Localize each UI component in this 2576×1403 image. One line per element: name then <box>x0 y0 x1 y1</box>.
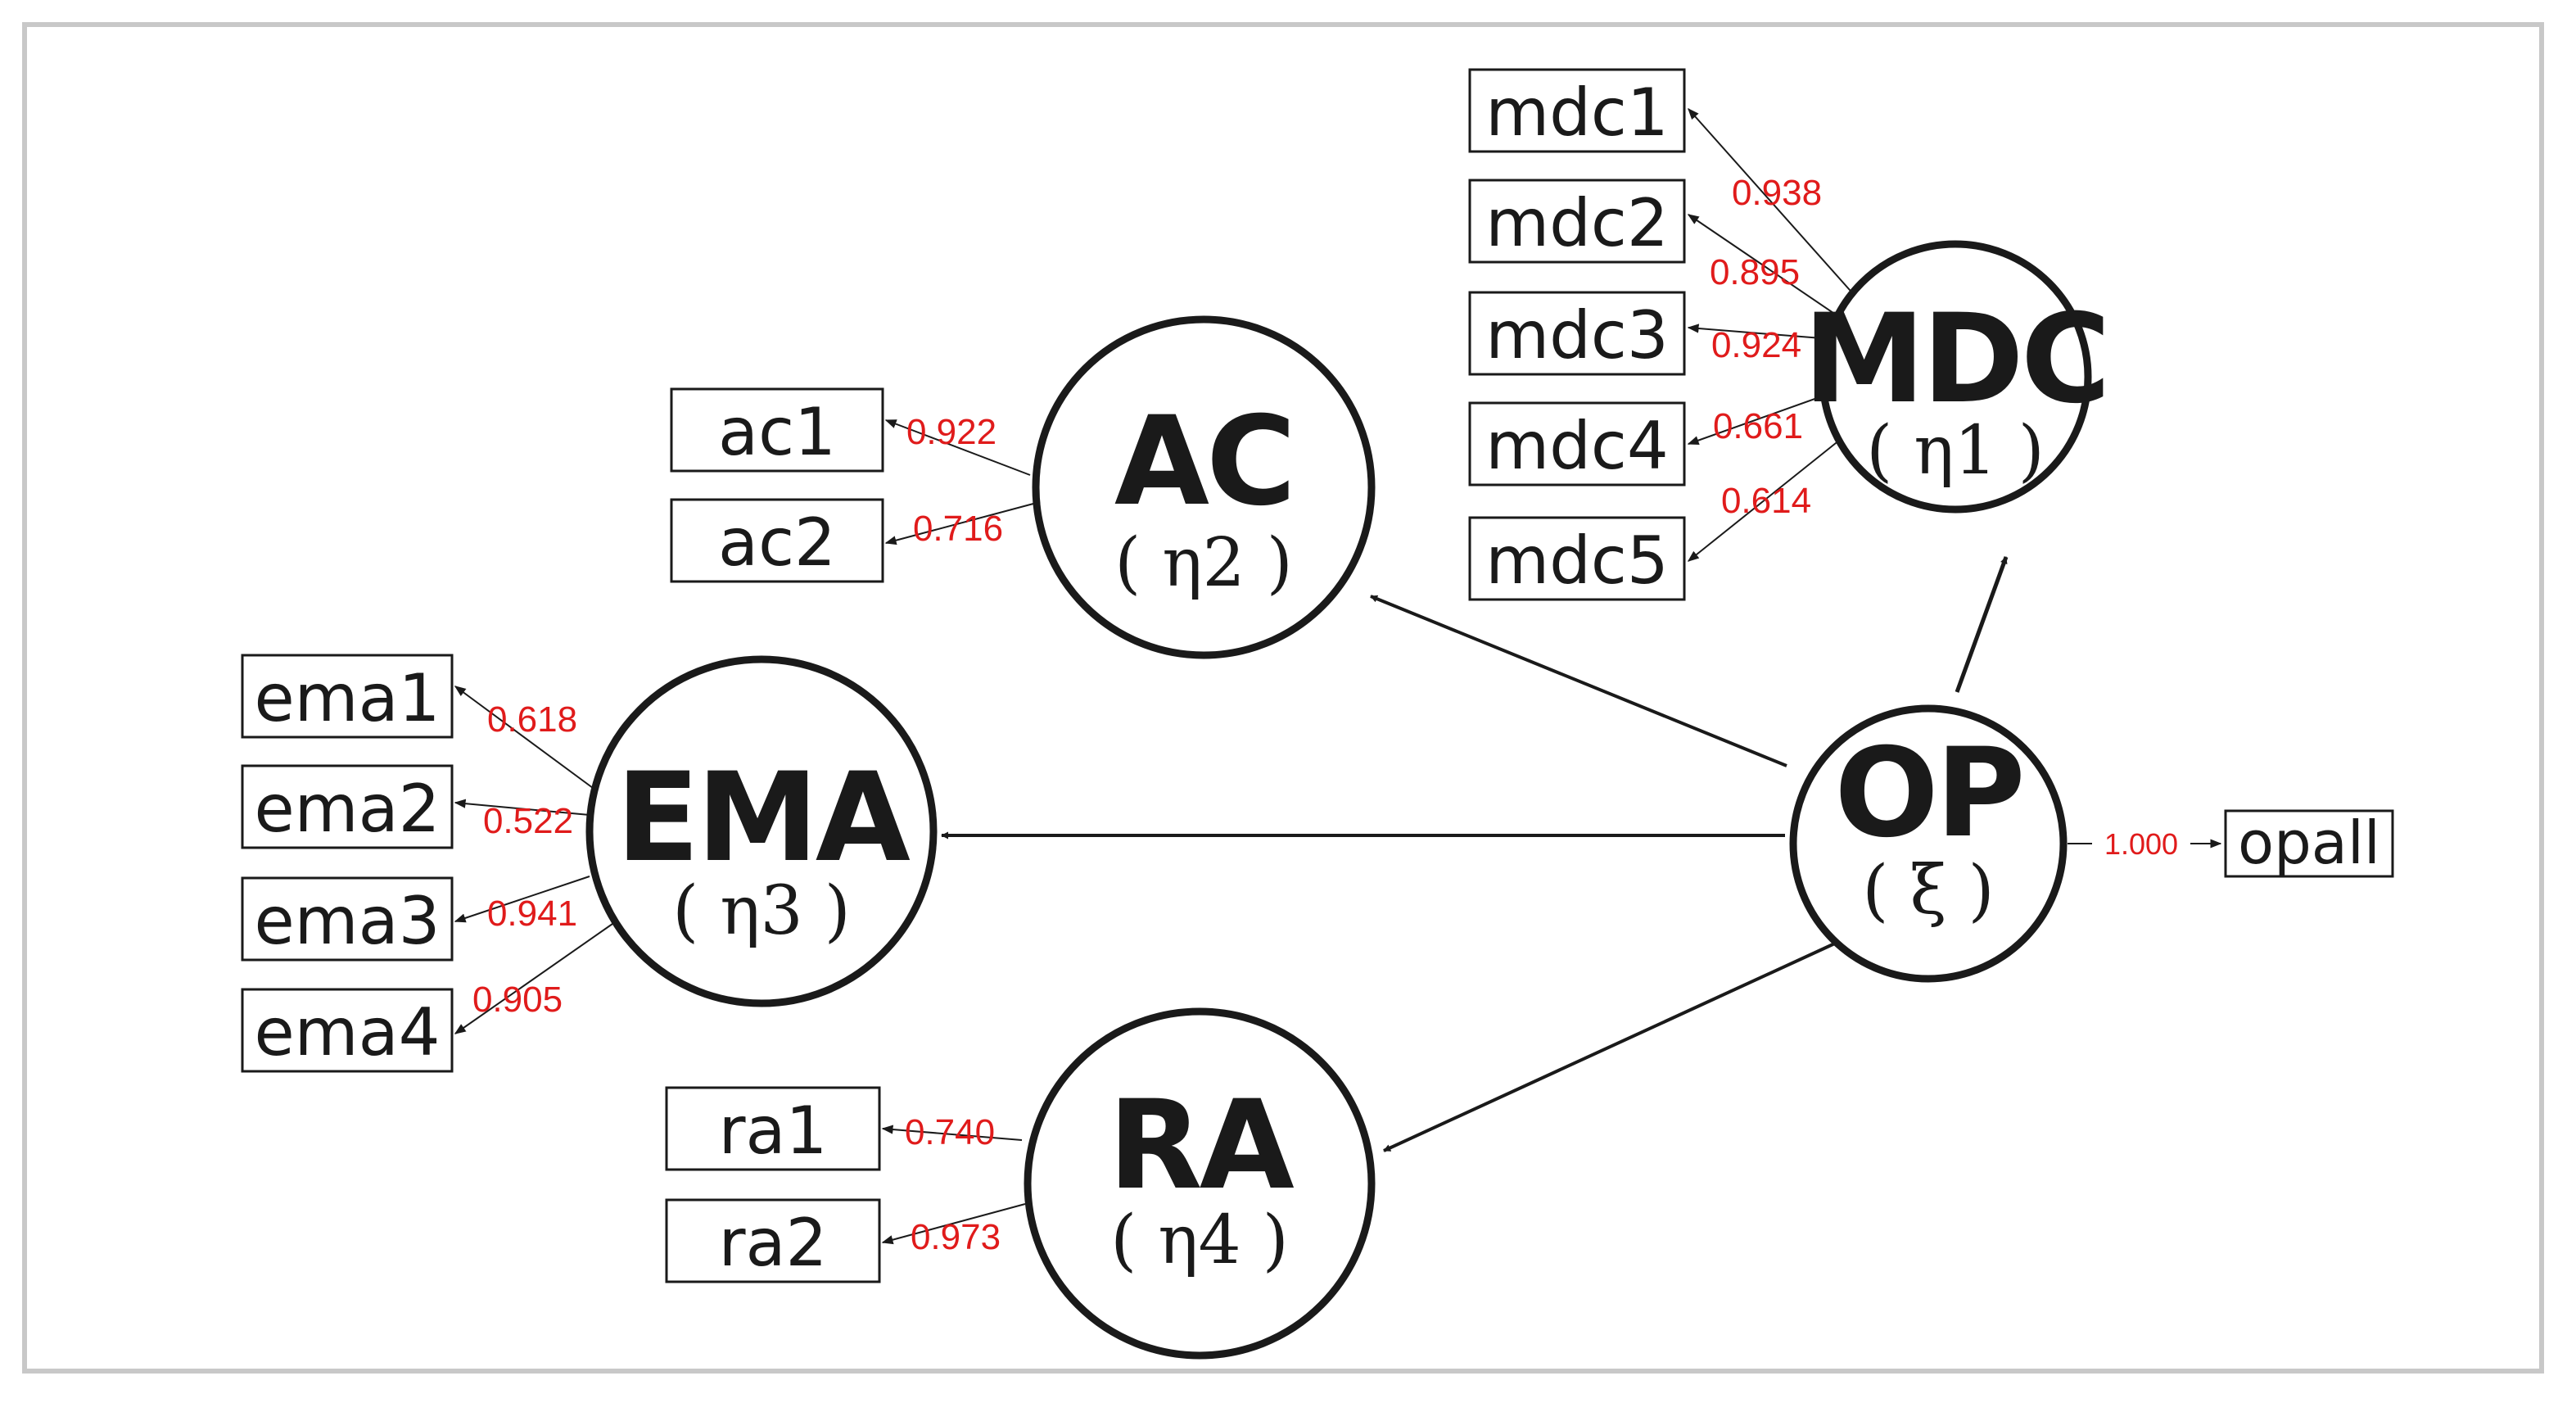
indicator-opall: opall <box>2238 808 2380 877</box>
indicator-mdc1: mdc1 <box>1485 75 1669 151</box>
indicator-box-mdc2 <box>1468 179 1686 264</box>
indicator-ra2: ra2 <box>719 1205 828 1281</box>
indicator-mdc2: mdc2 <box>1485 185 1669 261</box>
latent-sub-ac: ( η2 ) <box>1114 524 1292 602</box>
indicator-box-mdc3 <box>1468 291 1686 376</box>
latent-circle-ema <box>585 655 938 1007</box>
indicator-ac2: ac2 <box>718 505 836 581</box>
loading-line-ema2 <box>454 799 590 816</box>
indicator-ema4: ema4 <box>254 994 440 1070</box>
loading-line-ac2 <box>884 503 1034 545</box>
indicator-ema3: ema3 <box>254 883 440 959</box>
path-op-to-mdc <box>1955 556 2009 693</box>
loading-line-ema4 <box>454 923 613 1034</box>
loading-ac2: 0.716 <box>913 509 1003 549</box>
indicator-box-mdc4 <box>1468 401 1686 487</box>
latent-circle-ac <box>1032 315 1376 659</box>
diagram-frame <box>22 22 2544 1374</box>
latent-circle-op <box>1789 704 2068 983</box>
loading-line-mdc1 <box>1688 107 1864 305</box>
ema-loadings: 0.618 0.522 0.941 0.905 <box>454 686 613 1034</box>
loading-mdc5: 0.614 <box>1721 481 1811 521</box>
indicator-box-ac2 <box>670 498 884 583</box>
loading-opall: 1.000 <box>2104 827 2178 861</box>
latent-sub-mdc: ( η1 ) <box>1866 412 2044 490</box>
indicator-box-opall <box>2224 809 2394 878</box>
indicator-box-mdc5 <box>1468 516 1686 601</box>
latent-circle-ra <box>1024 1007 1376 1360</box>
indicator-ac1: ac1 <box>718 394 836 470</box>
indicator-box-ema4 <box>241 988 454 1073</box>
ra-loadings: 0.740 0.973 <box>881 1112 1026 1257</box>
loading-line-ema3 <box>454 876 590 923</box>
loading-mdc2: 0.895 <box>1710 252 1800 292</box>
indicator-box-ema3 <box>241 876 454 962</box>
loading-ra1: 0.740 <box>905 1112 995 1152</box>
loading-line-mdc3 <box>1687 324 1843 341</box>
indicator-box-ac1 <box>670 387 884 473</box>
loading-line-mdc2 <box>1687 214 1850 324</box>
latent-ac: AC ( η2 ) <box>1032 315 1376 659</box>
loading-ac1: 0.922 <box>906 412 997 452</box>
loading-line-mdc4 <box>1687 388 1843 446</box>
latent-name-ac: AC <box>1114 391 1293 533</box>
indicator-mdc3: mdc3 <box>1485 297 1669 373</box>
loading-ema4: 0.905 <box>472 980 563 1020</box>
latent-ema: EMA ( η3 ) <box>585 655 938 1007</box>
latent-circle-mdc <box>1819 240 2092 514</box>
latent-sub-ema: ( η3 ) <box>672 872 850 950</box>
indicator-box-mdc1 <box>1468 68 1686 153</box>
latent-name-mdc: MDC <box>1803 288 2108 431</box>
latent-op: OP ( ξ ) <box>1789 704 2068 983</box>
indicator-ra1: ra1 <box>719 1093 828 1169</box>
indicator-box-ra1 <box>665 1086 881 1171</box>
latent-name-ra: RA <box>1108 1075 1295 1217</box>
loading-ema1: 0.618 <box>487 699 577 740</box>
loading-mdc4: 0.661 <box>1713 406 1803 446</box>
latent-sub-ra: ( η4 ) <box>1110 1202 1288 1279</box>
ac-loadings: 0.922 0.716 <box>884 412 1034 549</box>
loading-line-mdc5 <box>1687 429 1853 562</box>
mdc-loadings: 0.938 0.895 0.924 0.661 0.614 <box>1687 107 1864 562</box>
loading-line-ac1 <box>884 419 1031 476</box>
indicator-ema2: ema2 <box>254 771 440 847</box>
loading-mdc1: 0.938 <box>1732 173 1822 213</box>
indicator-box-ema1 <box>241 654 454 739</box>
indicator-box-ema2 <box>241 764 454 849</box>
indicator-box-ra2 <box>665 1198 881 1283</box>
indicator-ema1: ema1 <box>254 660 440 736</box>
loading-ema3: 0.941 <box>487 894 577 934</box>
path-op-to-ra <box>1383 940 1839 1152</box>
latent-sub-op: ( ξ ) <box>1862 852 1994 930</box>
loading-line-ra2 <box>881 1203 1026 1245</box>
path-op-to-ac <box>1370 595 1787 767</box>
latent-name-ema: EMA <box>616 747 911 889</box>
loading-line-ra1 <box>881 1125 1023 1141</box>
loading-ra2: 0.973 <box>911 1217 1001 1257</box>
latent-mdc: MDC ( η1 ) <box>1803 240 2111 514</box>
op-loadings: 1.000 <box>2068 827 2222 861</box>
indicator-mdc5: mdc5 <box>1485 523 1669 599</box>
loading-ema2: 0.522 <box>483 801 573 841</box>
latent-name-op: OP <box>1834 722 2022 865</box>
loading-mdc3: 0.924 <box>1711 325 1801 365</box>
indicator-boxes: mdc1 mdc2 mdc3 mdc4 mdc5 ac1 ac2 ema1 em… <box>241 68 2394 1283</box>
loading-line-ema1 <box>454 686 597 791</box>
indicator-mdc4: mdc4 <box>1485 408 1669 484</box>
latent-ra: RA ( η4 ) <box>1024 1007 1376 1360</box>
